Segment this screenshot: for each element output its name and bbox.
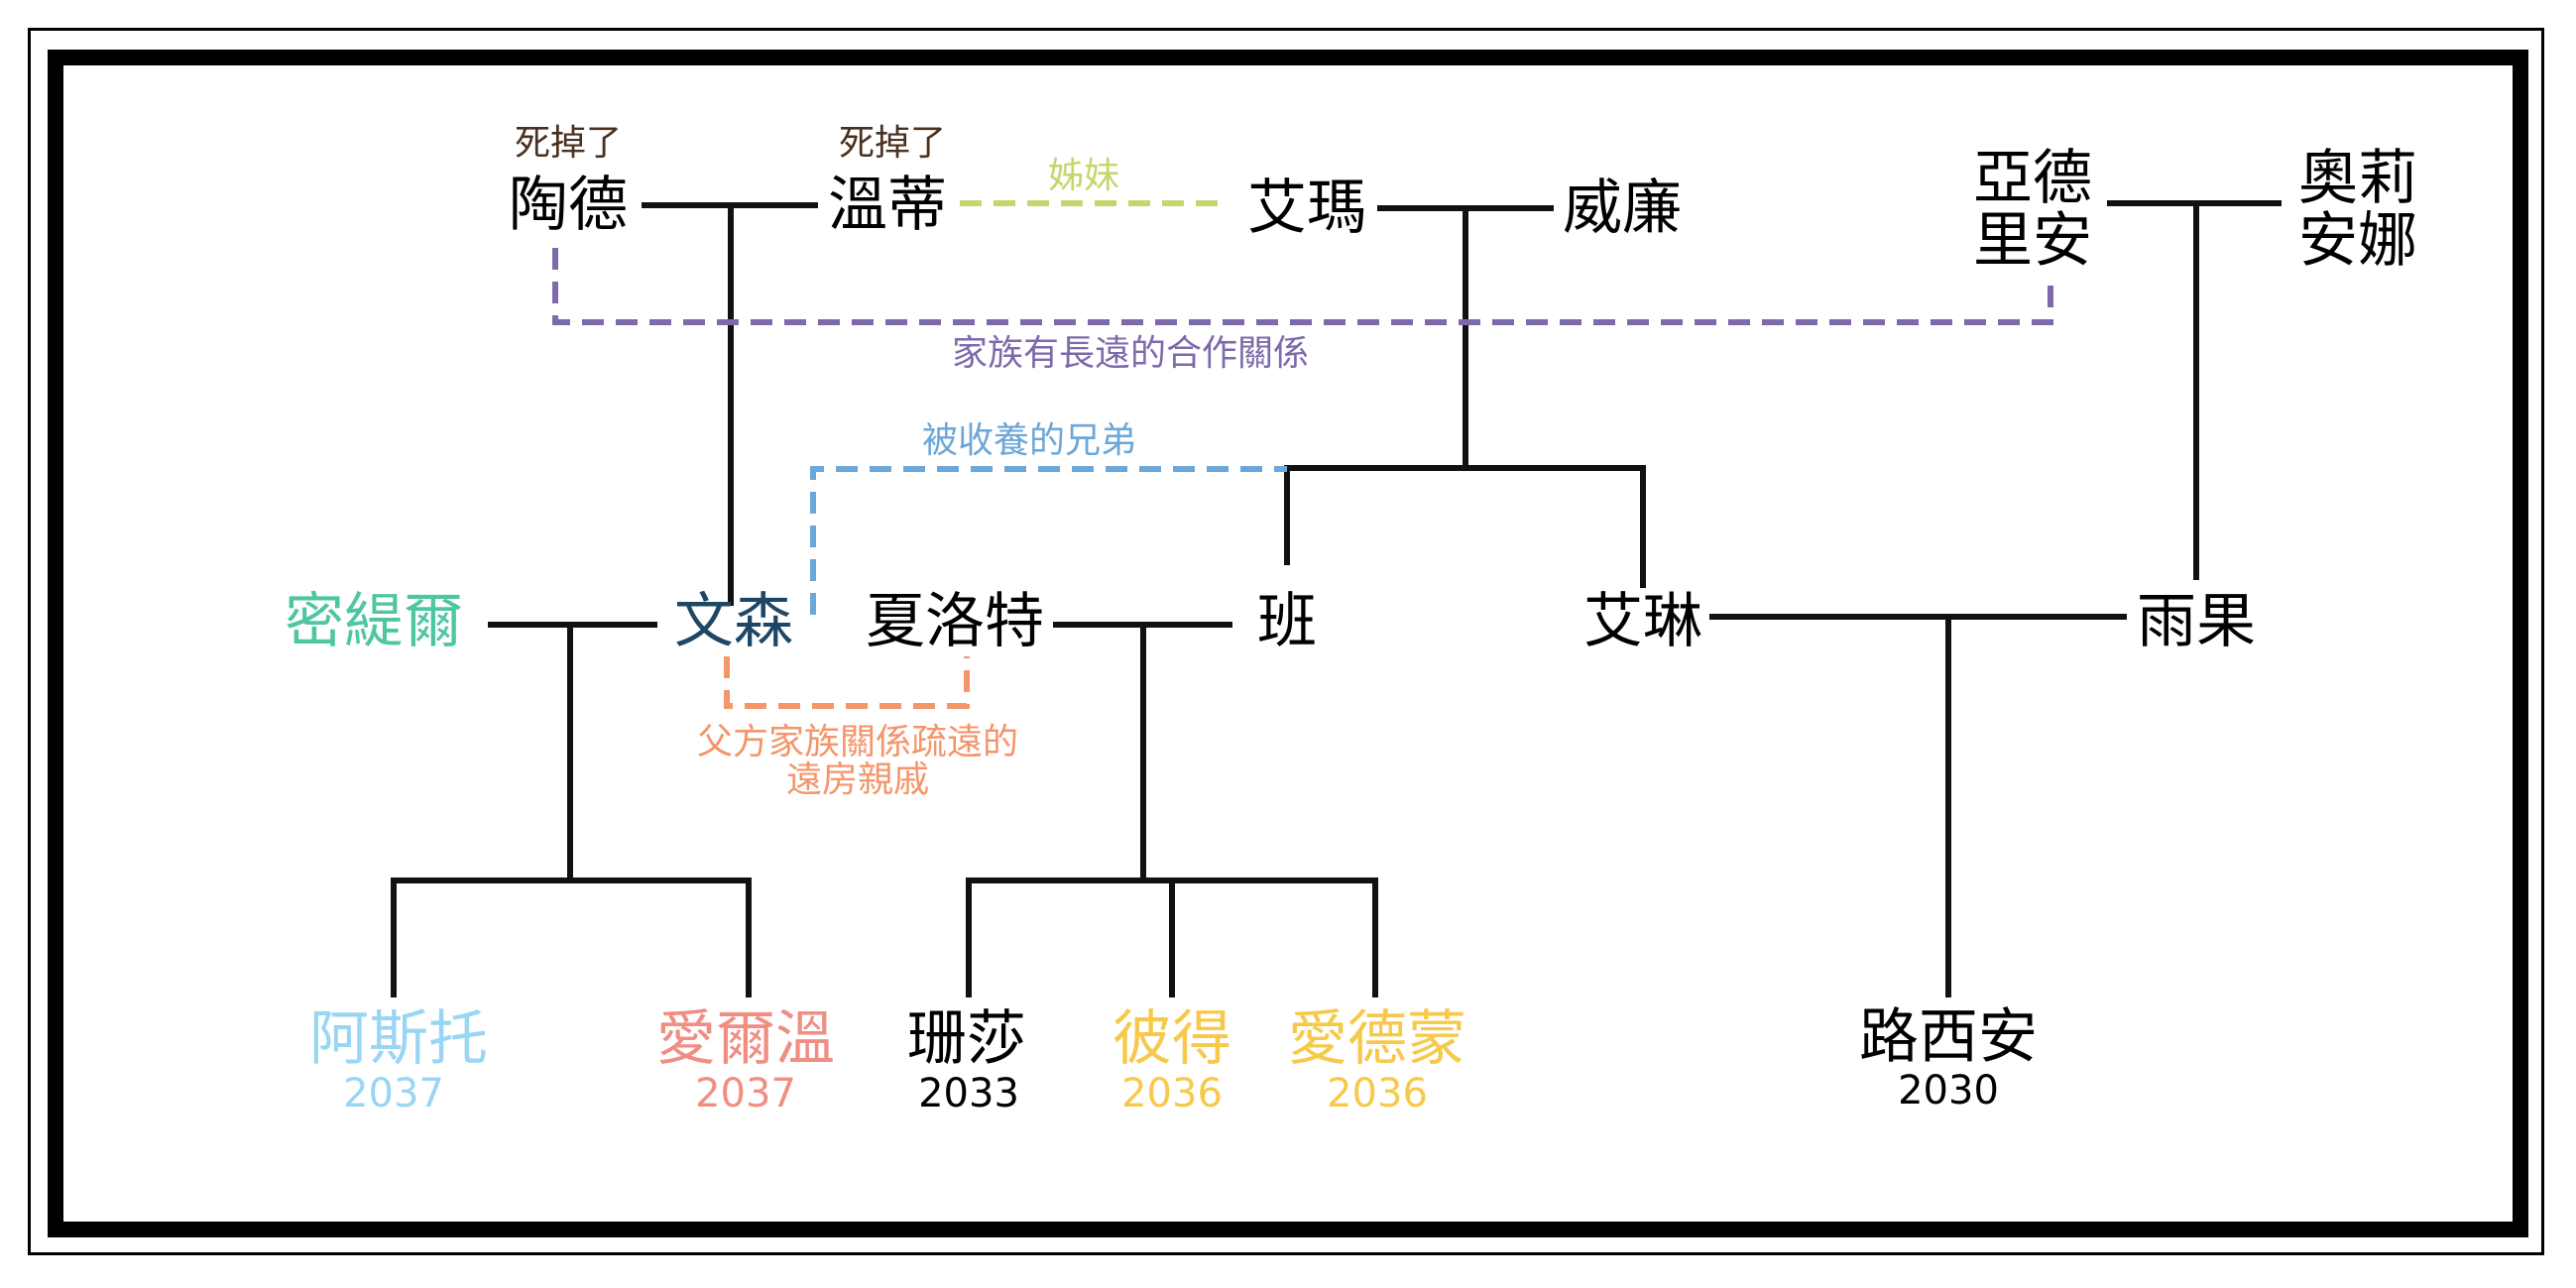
adrian-line2: 里安 <box>1973 206 2092 276</box>
person-a-si-tuo: 阿斯托 <box>309 1004 488 1074</box>
person-ai-er-wen: 愛爾溫 <box>656 1004 835 1074</box>
family-cooperation-line <box>552 248 2053 325</box>
outer-border <box>28 28 2544 1255</box>
distant-relatives-label: 父方家族關係疏遠的 遠房親戚 <box>697 724 1018 799</box>
person-shan-sha: 珊莎 <box>907 1004 1026 1074</box>
person-wei-lian: 威廉 <box>1563 174 1682 243</box>
adopted-brothers-label: 被收養的兄弟 <box>921 420 1137 461</box>
aoliana-line2: 安娜 <box>2298 206 2417 276</box>
ai-de-meng-year: 2036 <box>1327 1071 1428 1116</box>
bi-de-year: 2036 <box>1121 1071 1223 1116</box>
person-aoliana: 奧莉 安娜 <box>2298 148 2417 273</box>
distant-relatives-line2: 遠房親戚 <box>785 760 930 800</box>
wen-di-note: 死掉了 <box>838 123 947 164</box>
person-adrian: 亞德 里安 <box>1973 148 2092 273</box>
person-tao-de: 陶德 <box>509 171 628 240</box>
person-lu-xi-an: 路西安 <box>1859 1002 2038 1072</box>
person-ban: 班 <box>1257 587 1317 656</box>
person-wen-sen: 文森 <box>674 587 793 656</box>
distant-relatives-line <box>724 656 970 709</box>
lu-xi-an-year: 2030 <box>1898 1068 1999 1113</box>
person-xia-luo-te: 夏洛特 <box>866 587 1044 656</box>
adrian-line1: 亞德 <box>1973 144 2092 213</box>
person-wen-di: 溫蒂 <box>828 171 947 240</box>
person-ai-de-meng: 愛德蒙 <box>1288 1004 1466 1074</box>
person-bi-de: 彼得 <box>1112 1004 1231 1074</box>
ai-er-wen-year: 2037 <box>695 1071 796 1116</box>
person-ai-lin: 艾琳 <box>1583 587 1702 656</box>
family-cooperation-label: 家族有長遠的合作關係 <box>951 333 1310 374</box>
person-ai-ma: 艾瑪 <box>1247 174 1366 243</box>
aoliana-line1: 奧莉 <box>2298 144 2417 213</box>
inner-border <box>48 50 2528 1237</box>
distant-relatives-line1: 父方家族關係疏遠的 <box>696 722 1019 763</box>
shan-sha-year: 2033 <box>918 1071 1019 1116</box>
tao-de-note: 死掉了 <box>514 123 623 164</box>
sisters-label: 姊妹 <box>1047 156 1120 196</box>
person-yu-guo: 雨果 <box>2137 587 2256 656</box>
adopted-brothers-line <box>810 466 1287 615</box>
person-mi-ti-er: 密緹爾 <box>285 587 463 656</box>
a-si-tuo-year: 2037 <box>343 1071 444 1116</box>
